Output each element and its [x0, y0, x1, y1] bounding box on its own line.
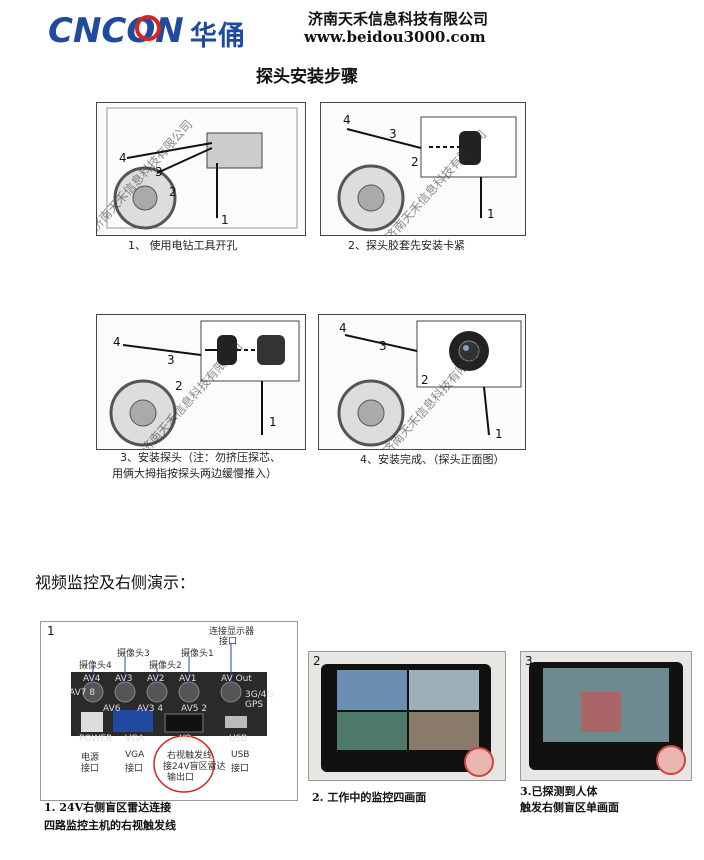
step-3-caption-line1: 3、安装探头（注：勿挤压探芯、	[120, 451, 281, 464]
port-vga: VGA	[125, 734, 145, 744]
company-name: 济南天禾信息科技有限公司	[308, 10, 489, 28]
marker-3: 3	[167, 353, 175, 367]
marker-3: 3	[155, 165, 163, 179]
trigger-label-1: 右视触发线	[167, 751, 213, 761]
step-1-caption: 1、 使用电钻工具开孔	[128, 239, 238, 252]
power-cn-1: 电源	[81, 753, 100, 763]
port-av4: AV4	[83, 674, 101, 684]
brand-logo: CNCON	[48, 6, 188, 52]
marker-2: 2	[411, 155, 419, 169]
marker-1: 1	[221, 213, 229, 227]
photo-2-caption: 2. 工作中的监控四画面	[312, 791, 427, 804]
vga-cn-2: 接口	[125, 764, 144, 774]
port-3g4g: 3G/4G	[245, 690, 274, 700]
marker-1: 1	[487, 207, 495, 221]
marker-4: 4	[113, 335, 121, 349]
usb-cn-1: USB	[231, 750, 250, 760]
port-av3: AV3	[115, 674, 133, 684]
port-av2: AV2	[147, 674, 165, 684]
connect-display-label: 连接显示器	[209, 627, 255, 637]
port-av5-2: AV5 2	[181, 704, 208, 714]
company-website: www.beidou3000.com	[304, 28, 486, 46]
cam1-label: 摄像头1	[181, 649, 214, 659]
photo-3-caption-1: 3.已探测到人体	[520, 785, 598, 798]
marker-4: 4	[339, 321, 347, 335]
photo-3-number: 3	[525, 654, 533, 668]
cam2-label: 摄像头2	[149, 661, 182, 671]
install-title: 探头安装步骤	[256, 67, 358, 87]
vga-cn-1: VGA	[125, 750, 145, 760]
dvr-caption-1: 1. 24V右侧盲区雷达连接	[44, 801, 172, 814]
step-1-image: 4 3 2 1 济南天禾信息科技有限公司	[96, 102, 306, 236]
marker-3: 3	[389, 127, 397, 141]
marker-1: 1	[495, 427, 503, 441]
marker-2: 2	[175, 379, 183, 393]
step-3-caption-line2: 用俩大拇指按探头两边缓慢推入）	[112, 467, 277, 480]
photo-2-number: 2	[313, 654, 321, 668]
port-av3-4: AV3 4	[137, 704, 164, 714]
brand-logo-text: CNCON	[48, 11, 184, 51]
power-cn-2: 接口	[81, 764, 100, 774]
cam3-label: 摄像头3	[117, 649, 150, 659]
marker-1: 1	[269, 415, 277, 429]
port-gps: GPS	[245, 700, 264, 710]
photo-3-caption-2: 触发右侧盲区单画面	[520, 801, 619, 814]
step-4-image: 4 3 2 1 济南天禾信息科技有限公司	[318, 314, 526, 450]
usb-cn-2: 接口	[231, 764, 250, 774]
port-av7-8: AV7 8	[69, 688, 96, 698]
port-io: I/O	[179, 734, 192, 744]
connect-display-label2: 接口	[219, 637, 238, 647]
step-2-image: 4 3 2 1 济南天禾信息科技有限公司	[320, 102, 526, 236]
marker-4: 4	[343, 113, 351, 127]
trigger-label-3: 输出口	[167, 773, 195, 783]
dvr-caption-2: 四路监控主机的右视触发线	[44, 819, 176, 832]
photo-single-view: 3	[520, 651, 692, 781]
brand-logo-cn: 华俑	[190, 21, 246, 52]
step-4-caption: 4、安装完成、（探头正面图）	[360, 453, 505, 466]
dvr-diagram: 1 连接显示器 接口 摄像头1 摄像头3 摄像头2 摄像头4 AV4 AV3 A…	[40, 621, 298, 801]
port-av6: AV6	[103, 704, 121, 714]
port-av-out: AV Out	[221, 674, 252, 684]
cam4-label: 摄像头4	[79, 661, 112, 671]
marker-2: 2	[169, 185, 177, 199]
step-2-caption: 2、探头胶套先安装卡紧	[348, 239, 465, 252]
marker-3: 3	[379, 339, 387, 353]
trigger-label-2: 接24V盲区雷达	[163, 762, 226, 772]
port-usb: USB	[229, 734, 248, 744]
photo-quad-view: 2	[308, 651, 506, 781]
dvr-number: 1	[47, 624, 55, 638]
port-power: POWER	[79, 734, 113, 744]
step-3-image: 4 3 2 1 济南天禾信息科技有限公司	[96, 314, 306, 450]
marker-4: 4	[119, 151, 127, 165]
port-av1: AV1	[179, 674, 197, 684]
marker-2: 2	[421, 373, 429, 387]
video-section-title: 视频监控及右侧演示：	[35, 573, 196, 592]
